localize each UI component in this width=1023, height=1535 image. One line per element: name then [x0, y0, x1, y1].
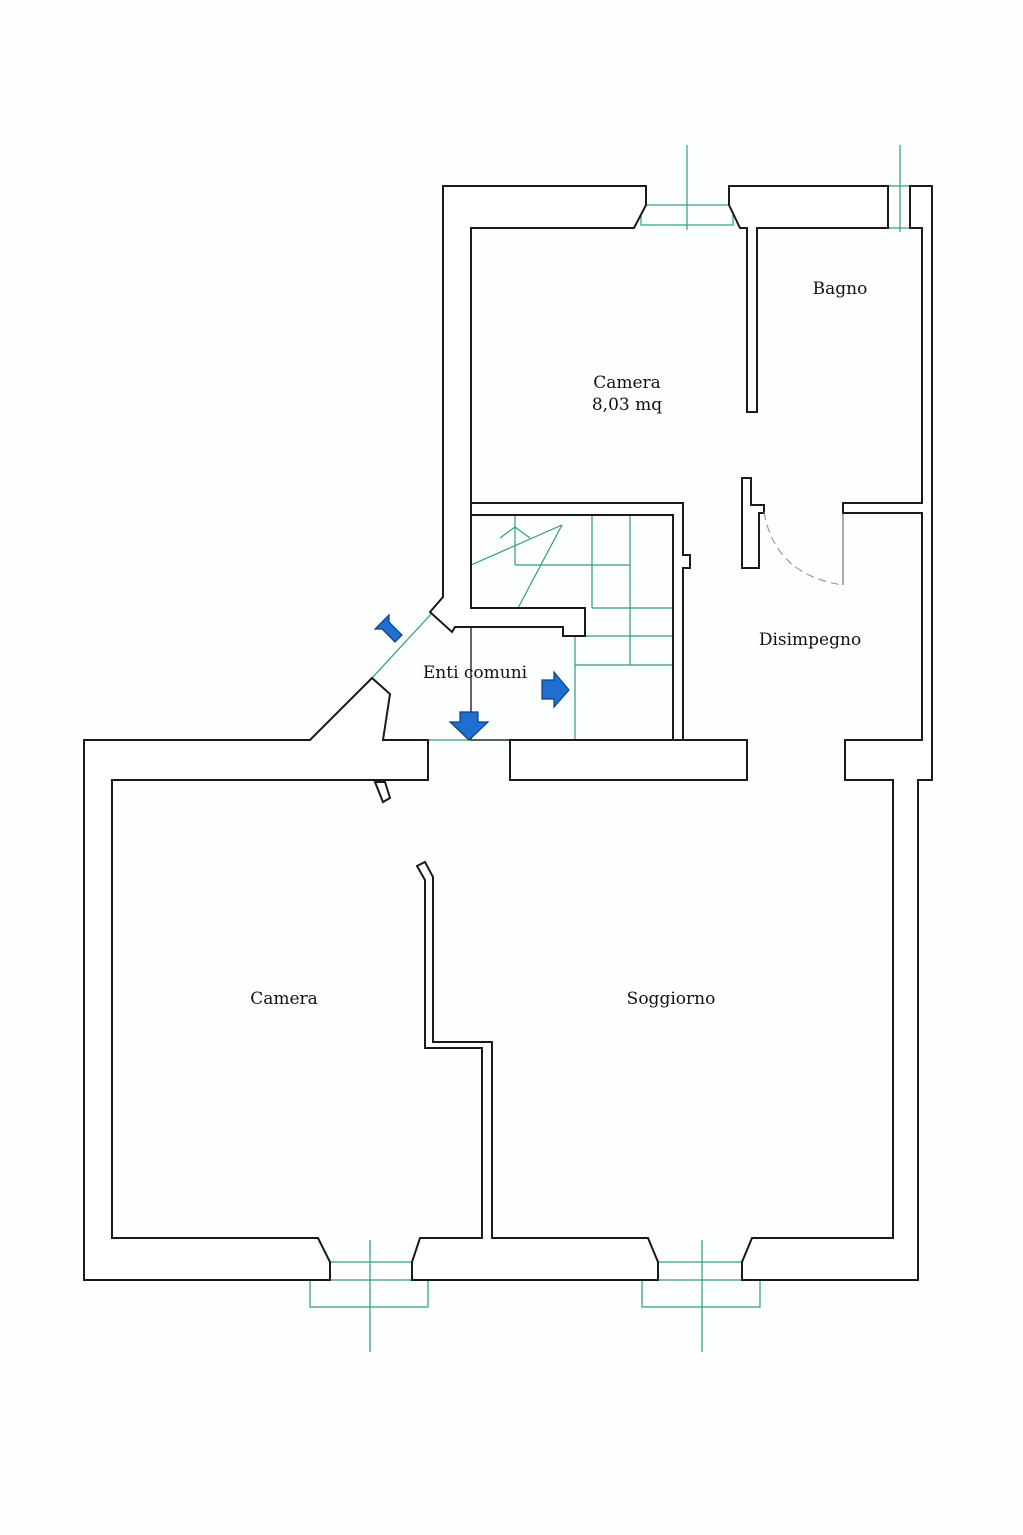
room-label-camera-bottom: Camera: [250, 989, 318, 1009]
door-swing-bagno: [763, 511, 844, 586]
wall-camera-soggiorno: [411, 860, 659, 1281]
wall-door-jamb: [741, 477, 765, 569]
window-bagno: [887, 185, 911, 229]
wall-stair-enclosure: [470, 502, 691, 741]
room-name: Camera: [593, 373, 661, 393]
room-label-disimpegno: Disimpegno: [758, 630, 862, 650]
wall-middle: [509, 739, 748, 781]
room-area: 8,03 mq: [591, 395, 663, 415]
balcony-camera: [309, 1280, 429, 1308]
entry-arrow-icon: [373, 613, 403, 643]
door-enti-comuni: [371, 611, 434, 679]
entry-arrow-icon: [541, 670, 570, 709]
room-label-enti-comuni: Enti comuni: [422, 663, 528, 683]
wall-upper-left: [428, 185, 647, 637]
wall-left-shell: [83, 676, 429, 1281]
entry-arrow-icon: [448, 711, 490, 741]
room-label-camera-top: Camera 8,03 mq: [592, 372, 662, 416]
room-label-bagno: Bagno: [812, 279, 868, 299]
room-label-soggiorno: Soggiorno: [626, 989, 716, 1009]
wall-right-shell: [741, 185, 933, 1281]
wall-camera-bagno: [728, 185, 889, 413]
balcony-soggiorno: [641, 1280, 761, 1308]
walls: [83, 185, 933, 1281]
wall-stub: [373, 781, 392, 804]
